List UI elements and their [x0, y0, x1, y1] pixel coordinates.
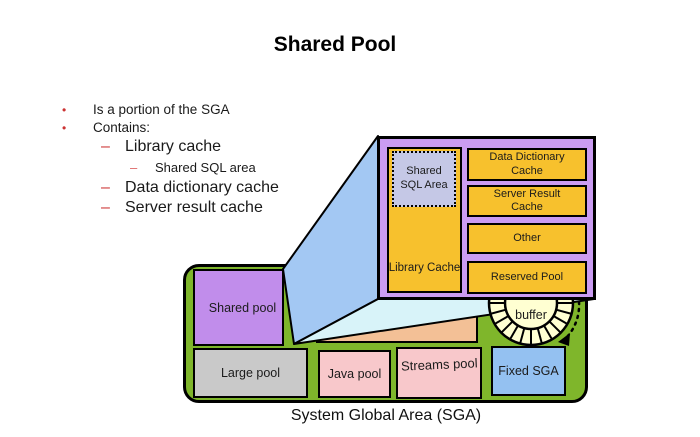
reserved-pool-box: Reserved Pool: [467, 261, 587, 294]
bullet-icon: •: [62, 103, 67, 117]
redo-buffer-label: buffer: [515, 308, 547, 322]
sga-caption: System Global Area (SGA): [290, 407, 482, 424]
dash-icon: –: [101, 179, 110, 196]
sub-sub-bullet-item: – Shared SQL area: [130, 160, 256, 175]
fixed-sga-label: Fixed SGA: [498, 364, 559, 378]
shared-pool-box: Shared pool: [193, 269, 284, 346]
large-pool-box: Large pool: [193, 348, 308, 398]
java-pool-box: Java pool: [318, 350, 391, 398]
sub-bullet-item: – Library cache: [101, 138, 221, 156]
fixed-sga-box: Fixed SGA: [491, 346, 566, 396]
shared-pool-label: Shared pool: [208, 300, 277, 315]
shared-sql-area-box: Shared SQL Area: [392, 151, 456, 207]
data-dictionary-cache-box: Data Dictionary Cache: [467, 148, 587, 181]
sub-bullet-item: – Data dictionary cache: [101, 179, 279, 197]
streams-pool-box: Streams pool: [396, 347, 482, 399]
bullet-text: Library cache: [125, 138, 222, 155]
bullet-item: • Is a portion of the SGA: [62, 102, 230, 117]
dash-icon: –: [101, 138, 110, 155]
dash-icon: –: [130, 160, 138, 175]
bullet-text: Is a portion of the SGA: [93, 102, 230, 117]
dash-icon: –: [101, 199, 110, 216]
java-pool-label: Java pool: [327, 367, 382, 381]
library-cache-box: Shared SQL Area Library Cache: [387, 147, 462, 293]
bullet-text: Shared SQL area: [155, 160, 256, 175]
sub-bullet-item: – Server result cache: [101, 199, 263, 217]
shared-pool-zoom-panel: Shared SQL Area Library Cache Data Dicti…: [377, 136, 596, 300]
streams-pool-label: Streams pool: [400, 355, 478, 374]
page-title: Shared Pool: [273, 33, 397, 56]
bullet-text: Data dictionary cache: [125, 179, 279, 196]
bullet-text: Server result cache: [125, 199, 263, 216]
other-box: Other: [467, 223, 587, 254]
bullet-icon: •: [62, 121, 67, 135]
server-result-cache-box: Server Result Cache: [467, 185, 587, 217]
library-cache-label: Library Cache: [388, 262, 461, 274]
bullet-item: • Contains:: [62, 120, 150, 135]
large-pool-label: Large pool: [220, 366, 281, 380]
rotation-arrow-icon: [558, 333, 570, 346]
bullet-text: Contains:: [93, 120, 151, 135]
